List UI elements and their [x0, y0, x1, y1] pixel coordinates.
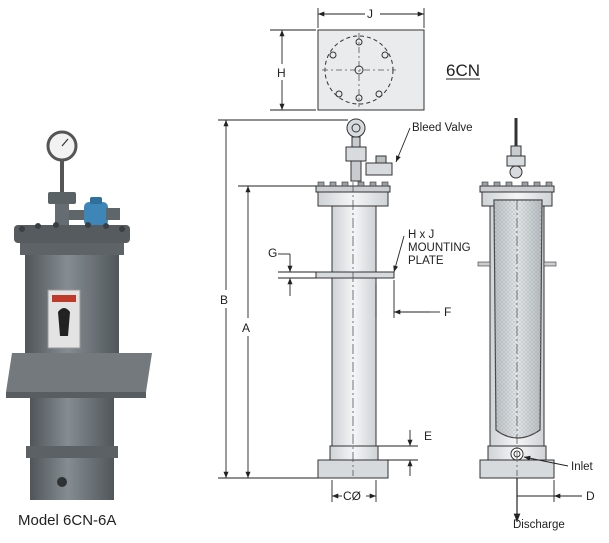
bleed-valve-body: [365, 162, 393, 176]
product-photo: [6, 130, 152, 500]
callout-discharge: Discharge: [513, 519, 565, 531]
dim-label-a: A: [242, 321, 250, 335]
housing-lower: [30, 458, 114, 500]
dim-label-h: H: [277, 66, 286, 80]
dim-label-c: CØ: [343, 489, 361, 503]
mounting-plate-drawing: [315, 271, 395, 279]
dim-label-b: B: [220, 293, 228, 307]
model-title: 6CN: [446, 61, 480, 80]
section-view-drawing: [477, 118, 557, 479]
housing-pipe-drawing: [331, 205, 377, 447]
dim-label-e: E: [424, 429, 432, 443]
callout-mounting-line1: H x J: [408, 229, 434, 241]
callout-mounting-line3: PLATE: [408, 255, 444, 267]
callout-mounting-line2: MOUNTING: [408, 242, 471, 254]
dim-label-g: G: [268, 246, 277, 260]
inlet-port-photo: [57, 477, 67, 487]
callout-inlet: Inlet: [571, 461, 594, 473]
gauge-icon: [346, 118, 366, 138]
photo-caption: Model 6CN-6A: [18, 512, 116, 529]
dim-label-d: D: [586, 489, 595, 503]
dim-label-j: J: [367, 7, 373, 21]
mounting-plate-photo: [6, 353, 152, 392]
front-elevation-drawing: [315, 118, 395, 479]
dim-label-f: F: [444, 305, 451, 319]
tee-fitting: [48, 192, 76, 204]
top-view-mounting-plate: [317, 29, 425, 111]
section-gauge-icon: [509, 165, 523, 179]
top-flange: [14, 225, 130, 243]
callout-bleed-valve: Bleed Valve: [412, 122, 473, 134]
blue-valve-icon: [84, 202, 108, 226]
